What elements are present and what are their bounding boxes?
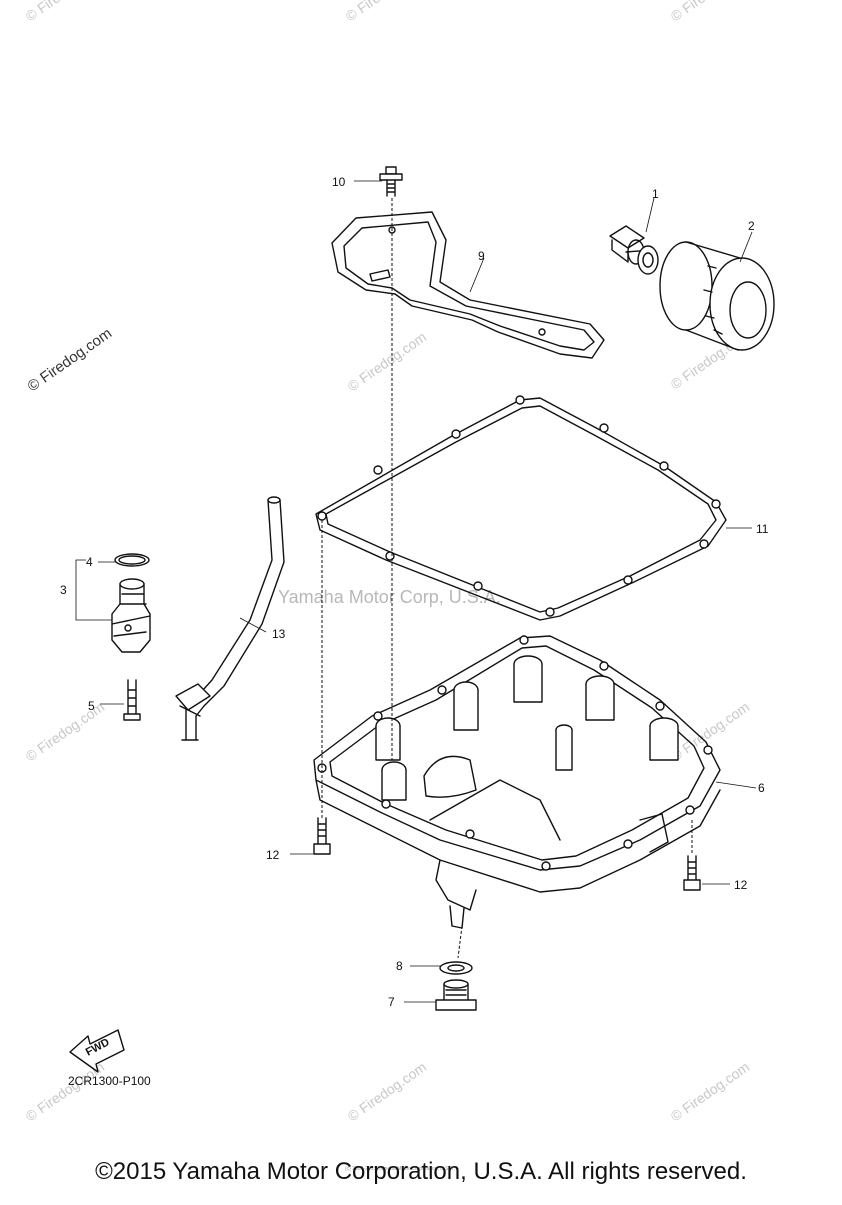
callout-12-left: 12: [266, 848, 280, 862]
callout-labels: 1 2 3 4 5 6 7 8 9 10 11 12 12 13: [60, 175, 769, 1009]
oil-pan-baffle-drawing: [331, 211, 605, 359]
callout-1: 1: [652, 187, 659, 201]
drain-plug-drawing: [435, 979, 477, 1011]
bolt-12-left-drawing: [313, 817, 331, 855]
tiny-credit: (c) 2000-2015 Yamaha Motor Corporation, …: [345, 1166, 455, 1172]
callout-10: 10: [332, 175, 346, 189]
callout-6: 6: [758, 781, 765, 795]
callout-2: 2: [748, 219, 755, 233]
diagram-code: 2CR1300-P100: [68, 1074, 151, 1088]
oil-pan-drawing: [313, 635, 721, 929]
copyright-footer: ©2015 Yamaha Motor Corporation, U.S.A. A…: [95, 1158, 747, 1185]
oil-drain-fitting-drawing: [609, 225, 659, 275]
watermark-dark: © Firedog.com: [25, 325, 116, 395]
leader-lines: [75, 180, 757, 1003]
bolt-10-drawing: [379, 166, 403, 197]
fwd-arrow-icon: [69, 1029, 125, 1073]
callout-5: 5: [88, 699, 95, 713]
bolt-12-right-drawing: [683, 855, 701, 891]
gasket-washer-drawing: [439, 961, 473, 975]
callout-11: 11: [756, 522, 769, 536]
oil-pan-gasket-drawing: [315, 395, 727, 621]
callout-12-right: 12: [734, 878, 748, 892]
watermark: © Firedog.com: [343, 0, 428, 24]
callout-9: 9: [478, 249, 485, 263]
callout-13: 13: [272, 627, 286, 641]
callout-8: 8: [396, 959, 403, 973]
callout-4: 4: [86, 555, 93, 569]
oil-pipe-drawing: [175, 496, 285, 741]
callout-7: 7: [388, 995, 395, 1009]
center-watermark: Yamaha Motor Corp, U.S.A.: [278, 587, 501, 607]
watermark: © Firedog.com: [668, 0, 753, 24]
oil-filter-drawing: [659, 241, 775, 351]
callout-3: 3: [60, 583, 67, 597]
oil-level-switch-drawing: [111, 553, 151, 721]
watermark: © Firedog.com: [345, 1059, 430, 1125]
watermark: © Firedog.com: [23, 0, 108, 24]
watermark: © Firedog.com: [668, 1059, 753, 1125]
watermark: © Firedog.com: [345, 329, 430, 395]
watermark: © Firedog.com: [668, 699, 753, 765]
